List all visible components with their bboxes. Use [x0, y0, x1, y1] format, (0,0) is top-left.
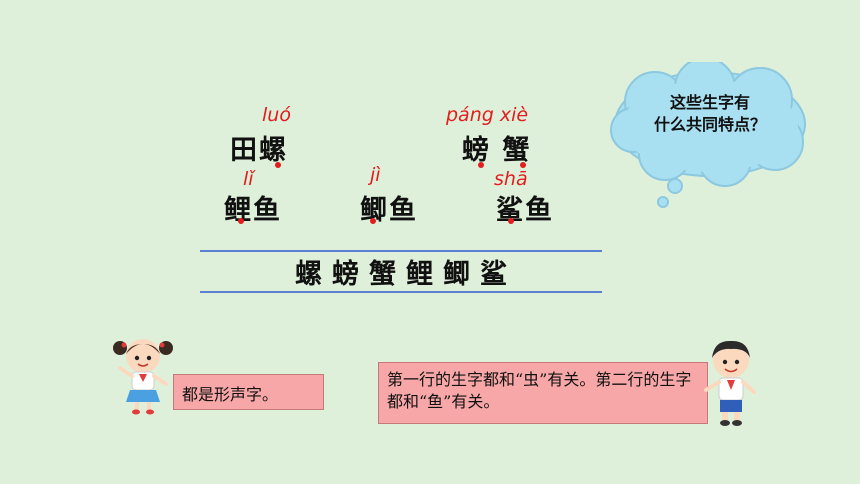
dot-pang — [478, 162, 484, 168]
word-shayu: 鲨鱼 — [496, 195, 554, 226]
question-line1: 这些生字有 — [669, 93, 750, 112]
pinyin-ji: jì — [370, 164, 381, 186]
char-sha: 鲨 — [480, 258, 507, 290]
girl-answer-box: 都是形声字。 — [173, 374, 324, 410]
question-line2: 什么共同特点？ — [653, 115, 766, 134]
pinyin-luo: luó — [262, 104, 291, 126]
word-jiyu: 鲫鱼 — [360, 195, 418, 226]
bottom-divider — [200, 291, 602, 293]
boy-icon — [704, 340, 756, 426]
dot-luo — [275, 162, 281, 168]
dot-li — [238, 218, 244, 224]
character-row: 螺 螃 蟹 鲤 鲫 鲨 — [200, 252, 602, 290]
dot-ji — [370, 218, 376, 224]
char-ji: 鲫 — [443, 258, 470, 290]
char-xie: 蟹 — [369, 258, 396, 290]
word-tianluo: 田螺 — [230, 135, 288, 166]
char-luo: 螺 — [295, 258, 322, 290]
dot-sha — [508, 218, 514, 224]
dot-xie — [520, 162, 526, 168]
char-li: 鲤 — [406, 258, 433, 290]
pinyin-li: lǐ — [243, 168, 254, 190]
boy-answer-box: 第一行的生字都和“虫”有关。第二行的生字都和“鱼”有关。 — [378, 362, 708, 424]
girl-icon — [113, 339, 173, 415]
char-pang: 螃 — [332, 258, 359, 290]
pinyin-sha: shā — [494, 168, 528, 190]
thought-cloud-icon — [610, 62, 806, 208]
question-text: 这些生字有 什么共同特点？ — [630, 92, 790, 136]
pinyin-pangxie: páng xiè — [446, 104, 529, 126]
top-divider — [200, 250, 602, 252]
word-pangxie: 螃 蟹 — [462, 135, 532, 166]
word-liyu: 鲤鱼 — [224, 195, 282, 226]
